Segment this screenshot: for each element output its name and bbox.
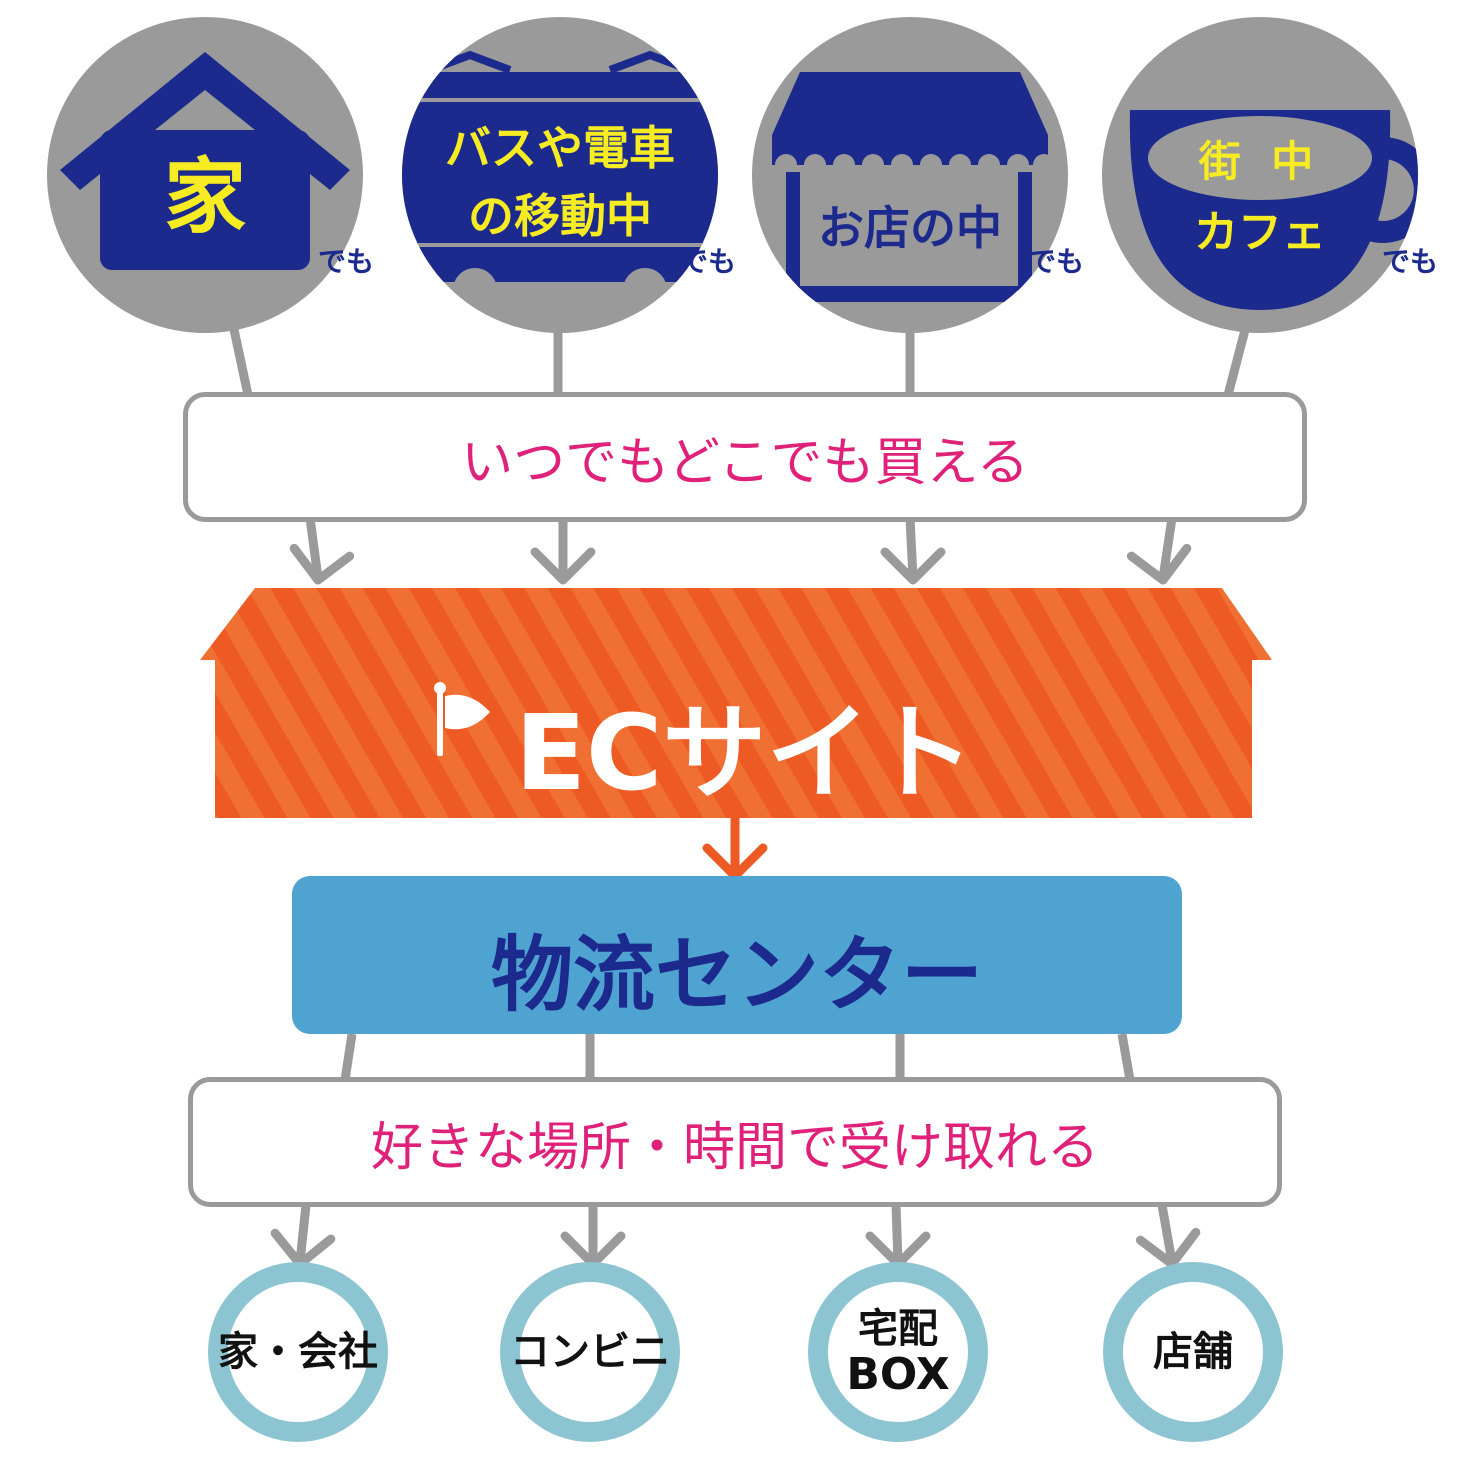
home-circle [47,17,363,333]
banner-anytime-anywhere-text: いつでもどこでも買える [461,432,1029,493]
arrows-to-destinations [270,1200,1201,1269]
source-transit-label-line2: の移動中 [468,189,652,243]
source-transit-label-line1: バスや電車 [445,121,675,175]
banner-receive-anytime-text: 好きな場所・時間で受け取れる [370,1117,1099,1178]
destination-home-office-label: 家・会社 [218,1329,378,1375]
source-transit-suffix: でも [680,245,737,278]
destination-delivery-box-label-line1: 宅配 [858,1306,938,1352]
source-cafe-label-line2: カフェ [1194,207,1326,258]
source-connectors [227,319,1250,397]
logistics-connectors [340,1033,1135,1081]
source-home-label: 家 [163,150,246,245]
destination-rings [208,1262,1283,1442]
destination-convenience-label: コンビニ [510,1329,670,1375]
banner-anytime-anywhere: いつでもどこでも買える [183,392,1307,522]
logistics-label: 物流センター [490,928,983,1023]
destination-shop-label: 店舗 [1153,1329,1233,1375]
source-cafe-suffix: でも [1382,245,1439,278]
banner-receive-anytime: 好きな場所・時間で受け取れる [188,1077,1282,1207]
source-store-label: お店の中 [818,201,1002,255]
store-circle [752,17,1068,333]
source-home-suffix: でも [318,245,375,278]
arrows-to-ec [289,513,1192,585]
storefront-icon [772,72,1055,302]
source-store-suffix: でも [1028,245,1085,278]
cafe-circle [1102,17,1418,333]
arrow-to-logistics [702,813,768,881]
logistics-box [292,876,1182,1034]
transit-circle [402,17,718,333]
source-cafe-label-line1: 街 中 [1198,137,1322,186]
house-icon [60,52,350,270]
flag-icon [434,682,490,756]
ec-site-label: ECサイト [515,692,975,814]
train-icon [402,50,718,312]
destination-delivery-box-label-line2: BOX [846,1348,950,1400]
coffee-cup-icon [1129,110,1418,310]
